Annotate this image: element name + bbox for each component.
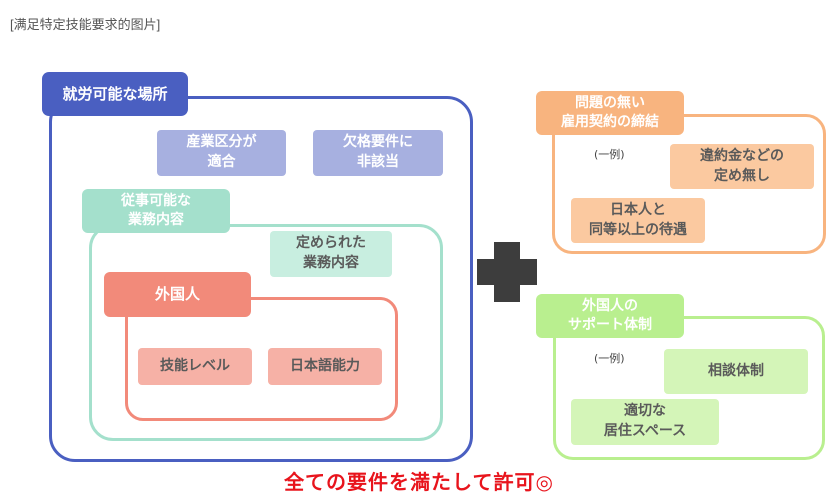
defined-duties-box: 定められた業務内容 [270, 231, 392, 277]
japanese-ability-box: 日本語能力 [268, 348, 382, 385]
consultation-box: 相談体制 [664, 349, 808, 394]
plus-icon-bar [477, 259, 537, 285]
conclusion-text: 全ての要件を満たして許可◎ [284, 470, 554, 494]
workplace-title: 就労可能な場所 [42, 72, 188, 116]
duties-frame [89, 224, 443, 441]
foreigner-frame [125, 297, 398, 421]
workplace-frame [49, 96, 473, 462]
industry-match-box: 産業区分が適合 [157, 130, 286, 176]
employment-title: 問題の無い雇用契約の締結 [536, 91, 684, 135]
support-title: 外国人のサポート体制 [536, 294, 684, 338]
duties-title: 従事可能な業務内容 [82, 189, 230, 233]
no-penalty-box: 違約金などの定め無し [670, 144, 814, 189]
support-frame [553, 316, 825, 460]
image-caption: [满足特定技能要求的图片] [10, 17, 161, 32]
disqualification-box: 欠格要件に非該当 [313, 130, 443, 176]
support-example-note: (一例) [594, 352, 625, 365]
employment-example-note: (一例) [594, 148, 625, 161]
foreigner-title: 外国人 [104, 272, 251, 317]
employment-frame [552, 114, 826, 254]
skill-level-box: 技能レベル [138, 348, 252, 385]
housing-box: 適切な居住スペース [571, 399, 719, 445]
equal-treatment-box: 日本人と同等以上の待遇 [571, 198, 705, 243]
